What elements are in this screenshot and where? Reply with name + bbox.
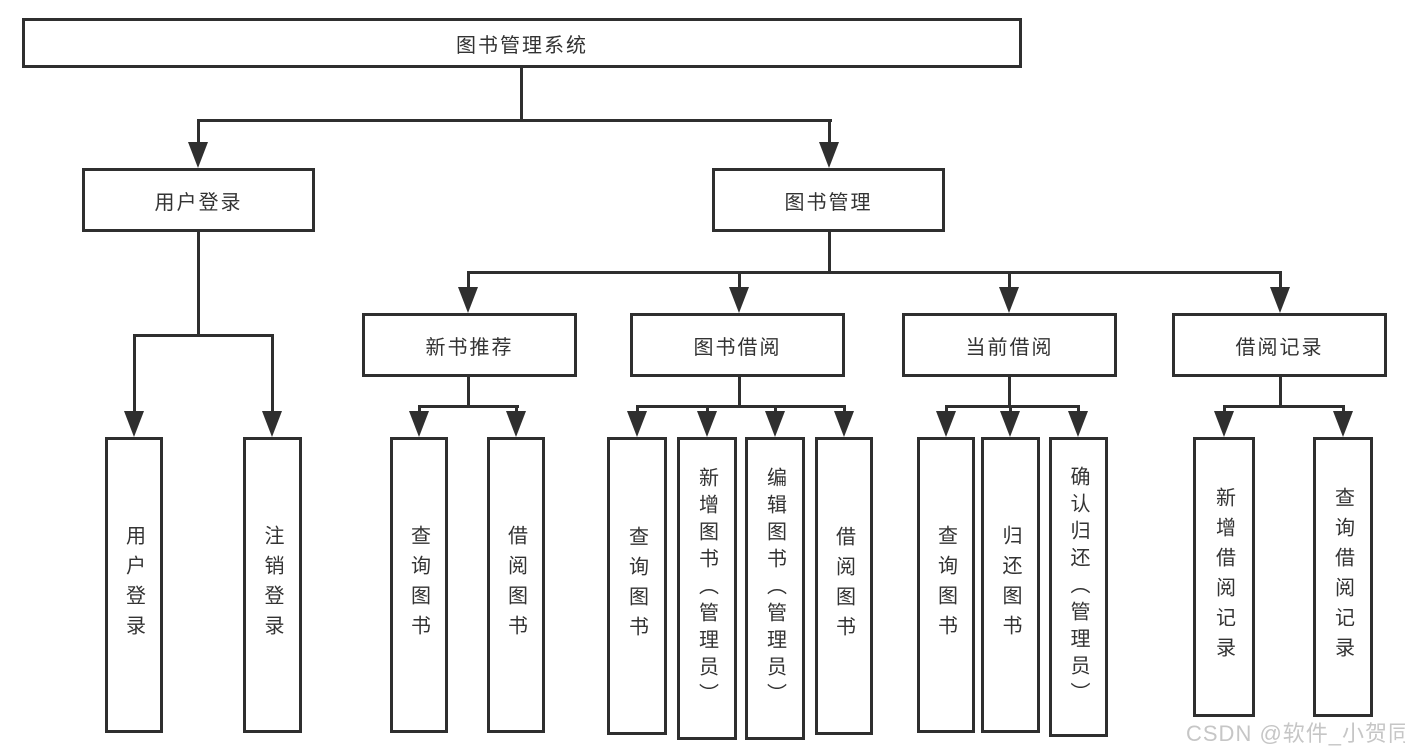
edge-segment xyxy=(467,271,1282,274)
edge-segment xyxy=(828,230,831,274)
arrowhead-down-icon xyxy=(506,411,526,437)
arrowhead-down-icon xyxy=(188,142,208,168)
arrowhead-down-icon xyxy=(627,411,647,437)
edge-segment xyxy=(271,334,274,414)
edge-segment xyxy=(418,405,519,408)
leaf-query-books-borrowing: 查询图书 xyxy=(607,437,667,735)
edge-segment xyxy=(1008,375,1011,408)
edge-segment xyxy=(1279,375,1282,408)
edge-segment xyxy=(945,405,1080,408)
arrowhead-down-icon xyxy=(1214,411,1234,437)
edge-segment xyxy=(738,375,741,408)
arrowhead-down-icon xyxy=(1270,287,1290,313)
arrowhead-down-icon xyxy=(936,411,956,437)
edge-segment xyxy=(467,271,470,293)
edge-segment xyxy=(1279,271,1282,293)
node-book-management: 图书管理 xyxy=(712,168,945,232)
arrowhead-down-icon xyxy=(409,411,429,437)
arrowhead-down-icon xyxy=(765,411,785,437)
node-borrowing-records: 借阅记录 xyxy=(1172,313,1387,377)
node-current-borrowing: 当前借阅 xyxy=(902,313,1117,377)
edge-segment xyxy=(133,334,274,337)
edge-segment xyxy=(418,405,421,414)
edge-segment xyxy=(945,405,948,414)
leaf-logout: 注销登录 xyxy=(243,437,302,733)
leaf-add-borrow-record: 新增借阅记录 xyxy=(1193,437,1255,717)
arrowhead-down-icon xyxy=(819,142,839,168)
edge-segment xyxy=(636,405,639,414)
arrowhead-down-icon xyxy=(1068,411,1088,437)
leaf-confirm-return-admin: 确认归还（管理员） xyxy=(1049,437,1108,737)
leaf-add-book-admin: 新增图书（管理员） xyxy=(677,437,737,740)
edge-segment xyxy=(467,375,470,408)
leaf-query-books-recommend: 查询图书 xyxy=(390,437,448,733)
edge-segment xyxy=(197,119,200,147)
edge-segment xyxy=(843,405,846,414)
edge-segment xyxy=(706,405,709,414)
edge-segment xyxy=(133,334,136,414)
edge-segment xyxy=(197,119,832,122)
node-user-login: 用户登录 xyxy=(82,168,315,232)
leaf-edit-book-admin: 编辑图书（管理员） xyxy=(745,437,805,740)
edge-segment xyxy=(1223,405,1345,408)
arrowhead-down-icon xyxy=(124,411,144,437)
leaf-user-login: 用户登录 xyxy=(105,437,163,733)
node-book-borrowing: 图书借阅 xyxy=(630,313,845,377)
leaf-query-books-current: 查询图书 xyxy=(917,437,975,733)
leaf-borrow-books-borrowing: 借阅图书 xyxy=(815,437,873,735)
edge-segment xyxy=(828,119,831,147)
edge-segment xyxy=(1223,405,1226,414)
edge-segment xyxy=(1009,405,1012,414)
edge-segment xyxy=(774,405,777,414)
leaf-query-borrow-record: 查询借阅记录 xyxy=(1313,437,1373,717)
arrowhead-down-icon xyxy=(834,411,854,437)
csdn-watermark: CSDN @软件_小贺同学 xyxy=(1186,721,1405,746)
arrowhead-down-icon xyxy=(697,411,717,437)
node-library-system: 图书管理系统 xyxy=(22,18,1022,68)
edge-segment xyxy=(636,405,846,408)
arrowhead-down-icon xyxy=(1000,411,1020,437)
arrowhead-down-icon xyxy=(999,287,1019,313)
edge-segment xyxy=(515,405,518,414)
arrowhead-down-icon xyxy=(729,287,749,313)
arrowhead-down-icon xyxy=(262,411,282,437)
edge-segment xyxy=(1008,271,1011,293)
edge-segment xyxy=(738,271,741,293)
node-new-book-recommendation: 新书推荐 xyxy=(362,313,577,377)
edge-segment xyxy=(197,230,200,337)
edge-segment xyxy=(1342,405,1345,414)
leaf-borrow-books-recommend: 借阅图书 xyxy=(487,437,545,733)
arrowhead-down-icon xyxy=(1333,411,1353,437)
edge-segment xyxy=(520,66,523,121)
arrowhead-down-icon xyxy=(458,287,478,313)
edge-segment xyxy=(1077,405,1080,414)
leaf-return-books: 归还图书 xyxy=(981,437,1040,733)
